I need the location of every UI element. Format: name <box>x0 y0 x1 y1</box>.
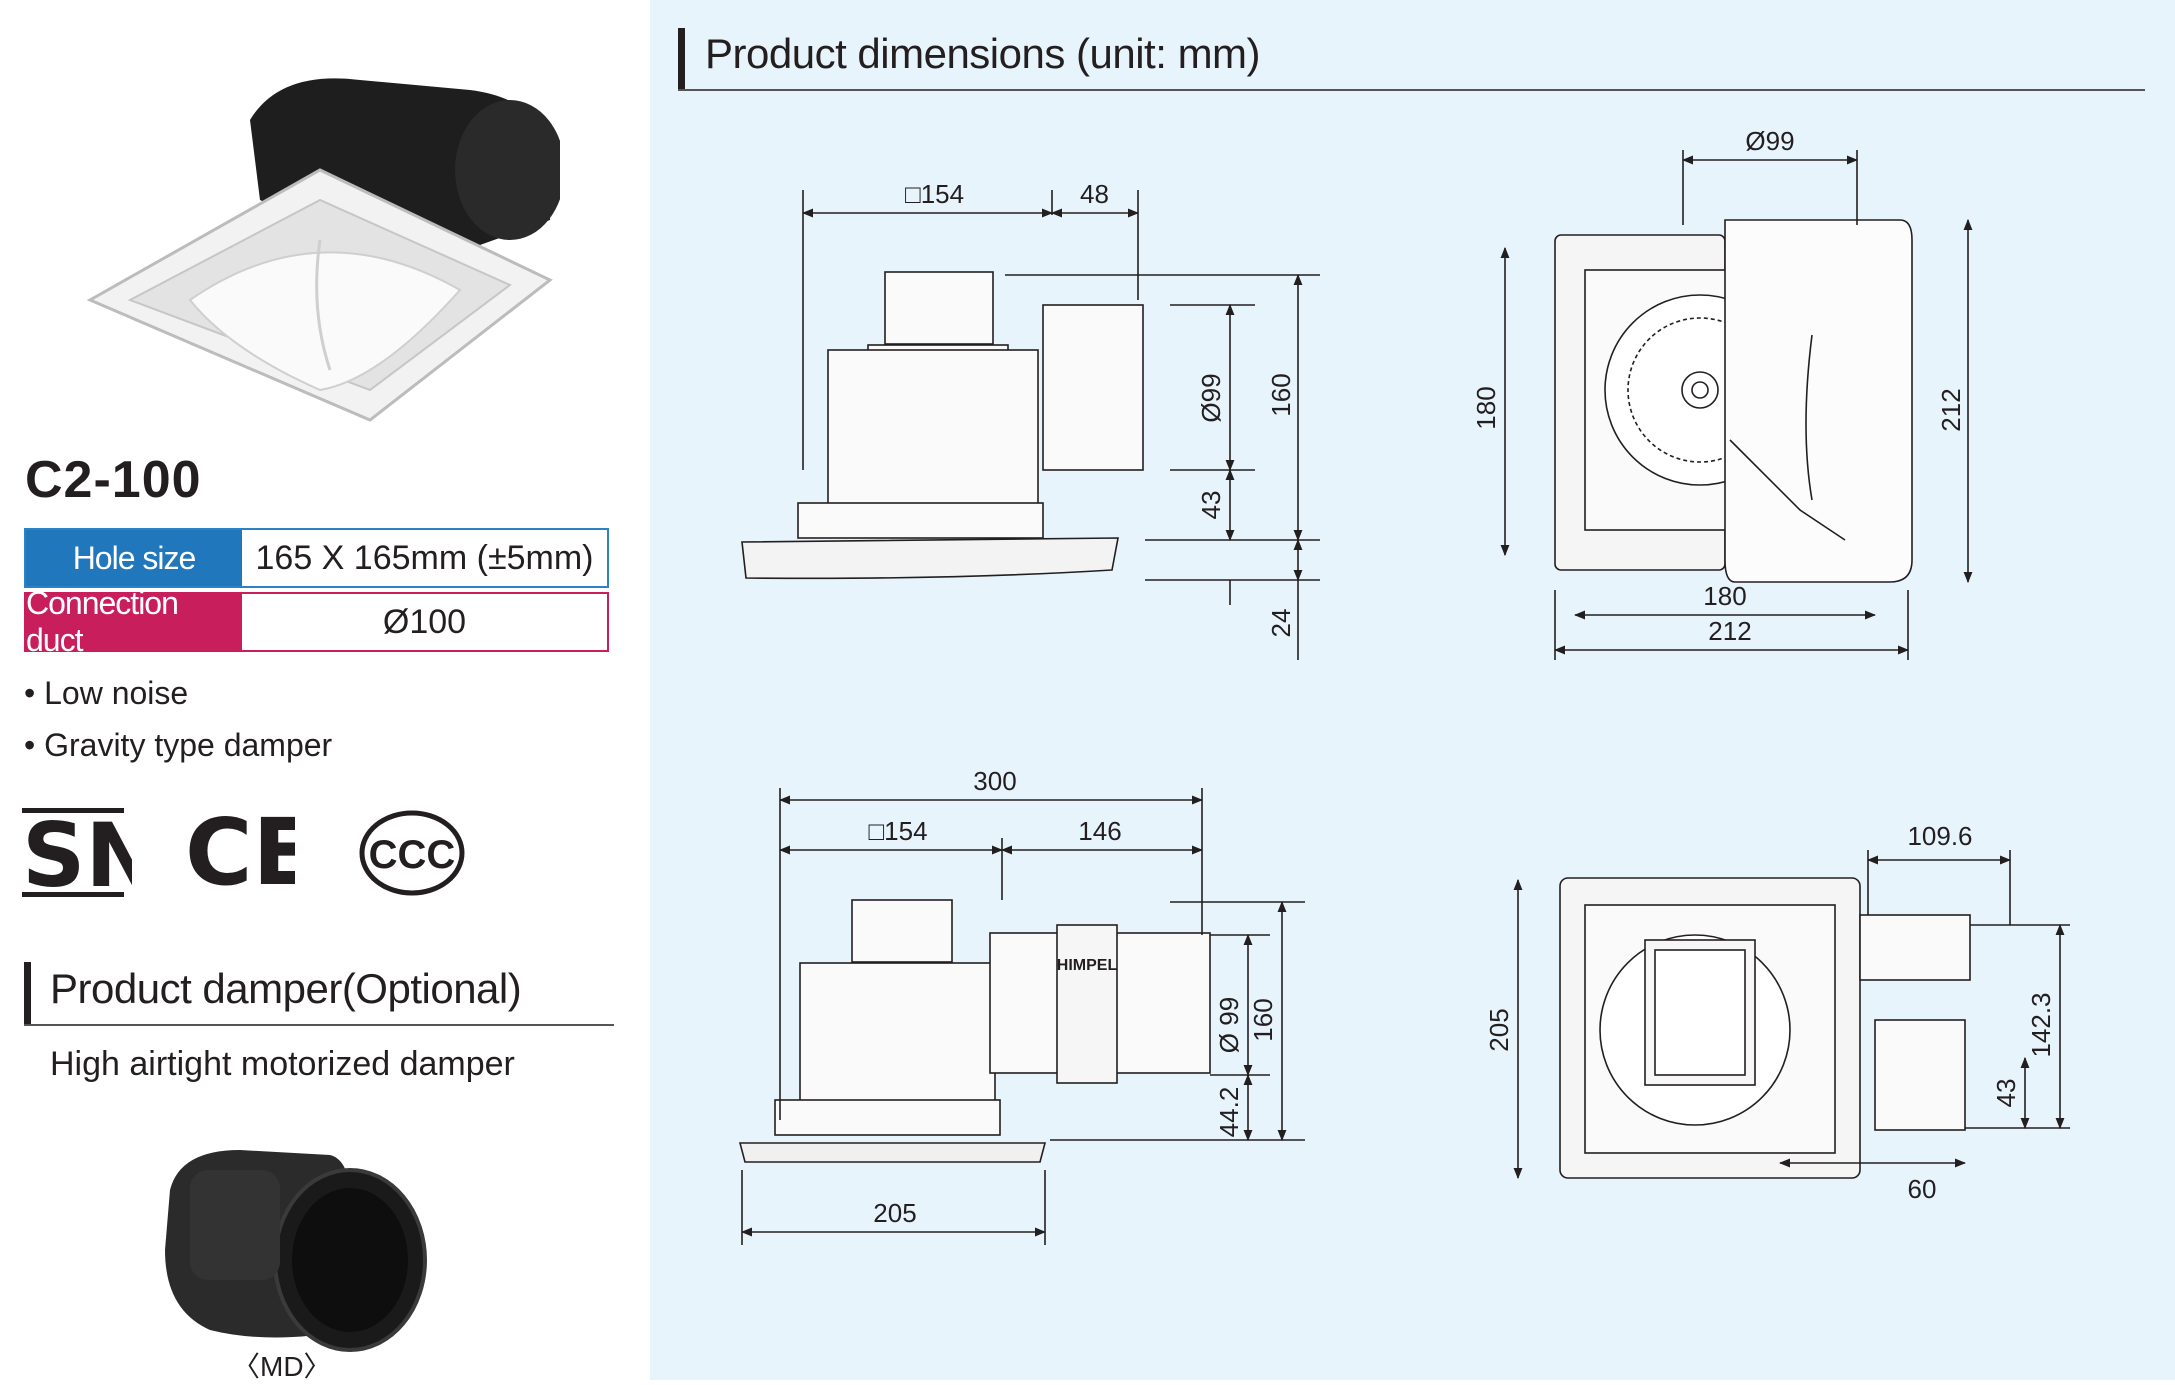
section-rule <box>24 1024 614 1026</box>
dim-label: □154 <box>905 179 964 209</box>
product-photo <box>86 78 560 422</box>
technical-drawings: □154 48 Ø99 160 43 24 Ø99 180 212 180 21… <box>738 126 2070 1245</box>
brand-label: HIMPEL <box>1057 957 1118 974</box>
cert-label: SNI <box>22 808 132 898</box>
damper-section-title: Product damper(Optional) <box>50 965 522 1012</box>
dim-label: 212 <box>1936 388 1966 431</box>
cert-label: CE <box>185 812 295 892</box>
spec-row-connection-duct: Connection duct Ø100 <box>24 585 609 658</box>
spec-label: Connection duct <box>26 585 242 658</box>
dim-label: 43 <box>1991 1079 2021 1108</box>
top-view-drawing <box>1500 150 1973 660</box>
dim-label: 60 <box>1908 1174 1937 1204</box>
section-rule <box>678 89 2145 91</box>
spec-value: Ø100 <box>382 602 467 641</box>
dim-label: 43 <box>1196 491 1226 520</box>
dim-label: 212 <box>1708 616 1751 646</box>
ccc-mark-icon: CCC <box>359 810 465 896</box>
dim-label: □154 <box>868 816 927 846</box>
dim-label: 160 <box>1248 998 1278 1041</box>
model-name: C2-100 <box>25 451 202 509</box>
dim-label: 180 <box>1471 386 1501 429</box>
cert-label: CCC <box>369 833 456 877</box>
section-marker <box>678 28 685 90</box>
damper-photo <box>165 1150 427 1352</box>
bottom-view-drawing <box>1513 850 2070 1180</box>
dim-label: 205 <box>873 1198 916 1228</box>
dim-label: 205 <box>1484 1008 1514 1051</box>
dim-label: Ø99 <box>1745 126 1794 156</box>
front-view-drawing <box>738 788 1305 1245</box>
feature-item: • Gravity type damper <box>24 727 333 763</box>
dim-label: 146 <box>1078 816 1121 846</box>
dimensions-section-title: Product dimensions (unit: mm) <box>705 30 1261 77</box>
dim-label: 109.6 <box>1907 821 1972 851</box>
dim-label: 160 <box>1266 373 1296 416</box>
dim-label: 142.3 <box>2026 992 2056 1057</box>
sni-logo-icon: SNI <box>22 808 132 898</box>
dim-label: 48 <box>1080 179 1109 209</box>
dim-label: Ø 99 <box>1214 997 1244 1053</box>
spec-label: Hole size <box>26 530 242 586</box>
spec-value: 165 X 165mm (±5mm) <box>255 538 594 577</box>
dim-label: Ø99 <box>1196 373 1226 422</box>
ce-mark-icon: CE <box>185 812 295 892</box>
feature-item: • Low noise <box>24 675 189 711</box>
damper-description: High airtight motorized damper <box>50 1045 515 1083</box>
dim-label: 44.2 <box>1214 1087 1244 1138</box>
side-view-drawing <box>741 190 1320 660</box>
dim-label: 300 <box>973 766 1016 796</box>
dim-label: 180 <box>1703 581 1746 611</box>
section-marker <box>24 962 31 1026</box>
damper-caption: 〈MD〉 <box>232 1351 332 1382</box>
dim-label: 24 <box>1266 609 1296 638</box>
left-panel: C2-100 Hole size 165 X 165mm (±5mm) Conn… <box>0 0 650 1382</box>
spec-row-hole-size: Hole size 165 X 165mm (±5mm) <box>24 528 609 588</box>
